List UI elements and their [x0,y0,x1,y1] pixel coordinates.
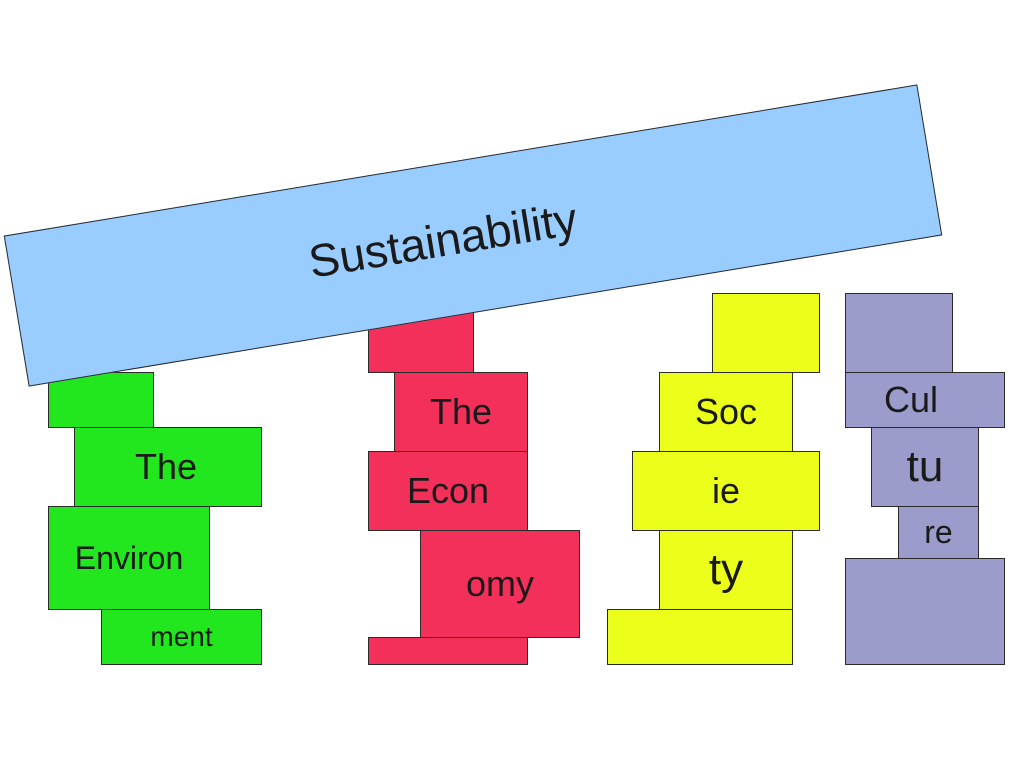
culture-label-cul: Cul [883,379,939,420]
society-label-soc: Soc [694,391,758,432]
environment-label-ment: ment [150,621,213,652]
environment-block-ment: ment [101,609,262,665]
economy-block-omy: omy [420,530,580,638]
society-block-ie: ie [632,451,820,531]
environment-block-the: The [74,427,262,507]
economy-block-the: The [394,372,528,452]
culture-block-top [845,293,953,373]
society-block-soc: Soc [659,372,793,452]
society-label-ty: ty [708,545,744,594]
culture-block-cul: Cul [845,372,1005,428]
economy-label-econ: Econ [406,470,490,511]
society-block-ty: ty [659,530,793,610]
culture-label-tu: tu [906,442,944,491]
sustainability-label: Sustainability [304,192,581,288]
environment-label-environ: Environ [74,539,184,576]
environment-label-the: The [134,446,198,487]
economy-block-base [368,637,528,665]
economy-label-omy: omy [465,563,534,604]
economy-block-econ: Econ [368,451,528,531]
culture-block-base [845,558,1005,665]
culture-block-re: re [898,506,979,559]
culture-block-tu: tu [871,427,979,507]
environment-block-environ: Environ [48,506,210,610]
culture-label-re: re [924,514,953,550]
society-label-ie: ie [711,470,741,511]
society-block-base [607,609,793,665]
economy-label-the: The [429,391,493,432]
society-block-top [712,293,820,373]
